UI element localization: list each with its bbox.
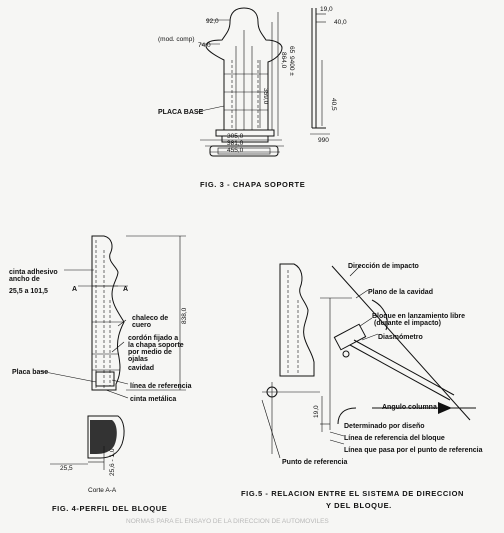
- fig5-block-profile: [279, 263, 315, 377]
- fig3-dim-381: 381,0: [227, 140, 244, 147]
- bleed-through-text: NORMAS PARA EL ENSAYO DE LA DIRECCION DE…: [126, 518, 329, 525]
- fig4-label-a-right: A: [123, 286, 128, 293]
- fig3-label-placa-base: PLACA BASE: [158, 109, 204, 116]
- fig5-label-plano: Plano de la cavidad: [368, 289, 433, 296]
- fig4-section-detail: [87, 415, 125, 459]
- fig3-dim-990: 990: [318, 137, 329, 144]
- fig4-label-cordon-4: ojalas: [128, 356, 148, 363]
- fig3-dim-9400: 9400 ±: [288, 56, 295, 76]
- fig4-label-cordon-2: la chapa soporte: [128, 342, 184, 349]
- fig4-label-cordon-3: por medio de: [128, 349, 172, 356]
- fig5-label-linea-punto: Línea que pasa por el punto de referenci…: [344, 447, 483, 454]
- fig4-label-linea-ref: línea de referencia: [130, 383, 192, 390]
- fig3-labels: 92,0 (mod. comp) 74,0 65 864,0 9400 ± 35…: [158, 6, 347, 189]
- fig4-drawing: [39, 235, 186, 470]
- fig3-caption: FIG. 3 - CHAPA SOPORTE: [200, 180, 305, 189]
- fig4-dim-25-6: 25,6 - 1,0: [109, 448, 116, 476]
- fig4-label-cinta-adhesiva: cinta adhesivo: [9, 269, 58, 276]
- fig3-drawing: [195, 7, 330, 157]
- fig5-labels: Dirección de impacto Plano de la cavidad…: [241, 263, 483, 510]
- fig3-dim-40-5: 40,5: [330, 98, 337, 111]
- fig4-label-a-left: A: [72, 286, 77, 293]
- fig3-label-mod-comp: (mod. comp): [158, 36, 194, 43]
- fig3-dim-40: 40,0: [334, 19, 347, 26]
- fig4-label-placa-base: Placa base: [12, 369, 48, 376]
- fig5-caption-line2: Y DEL BLOQUE.: [326, 501, 392, 510]
- fig5-caption-line1: FIG.5 - RELACION ENTRE EL SISTEMA DE DIR…: [241, 489, 464, 498]
- fig4-label-corte: Corte A-A: [88, 487, 117, 494]
- fig4-label-ancho-de: ancho de: [9, 276, 40, 283]
- fig4-caption: FIG. 4-PERFIL DEL BLOQUE: [52, 504, 167, 513]
- fig4-cavity: [95, 371, 115, 387]
- fig5-label-angulo: Angulo columna: [382, 404, 437, 411]
- fig3-dim-92: 92,0: [206, 18, 219, 25]
- fig4-dim-838: 838,0: [181, 307, 188, 324]
- fig4-block-profile: [91, 235, 125, 391]
- fig4-label-chaleco-2: cuero: [132, 322, 151, 329]
- fig5-label-bloque-1: Bloque en lanzamiento libre: [372, 313, 465, 320]
- fig5-label-determinado: Determinado por diseño: [344, 423, 425, 430]
- fig3-dim-19: 19,0: [320, 6, 333, 13]
- fig5-label-direccion: Dirección de impacto: [348, 263, 419, 270]
- fig3-dim-864: 864,0: [280, 52, 287, 69]
- fig3-support-plate-outline: [205, 7, 283, 131]
- fig4-label-cordon-1: cordón fijado a: [128, 335, 178, 342]
- fig3-dim-65: 65: [288, 46, 295, 54]
- fig5-drawing: [261, 263, 476, 459]
- fig3-dim-455: 455,0: [227, 147, 244, 154]
- fig4-label-cavidad: cavidad: [128, 365, 154, 372]
- fig3-base-plate: [215, 129, 275, 137]
- fig5-label-bloque-2: (durante el impacto): [374, 320, 441, 327]
- fig3-dim-359: 359,0: [262, 88, 269, 105]
- fig5-label-linea-bloque: Línea de referencia del bloque: [344, 435, 445, 442]
- fig5-dim-19: 19,0: [313, 405, 320, 418]
- fig5-label-diasmometro: Diasmómetro: [378, 334, 423, 341]
- fig4-labels: cinta adhesivo ancho de 25,5 a 101,5 A A…: [9, 269, 192, 513]
- fig5-label-punto: Punto de referencia: [282, 459, 347, 466]
- fig3-dim-74: 74,0: [198, 42, 211, 49]
- fig4-dim-25-5: 25,5: [60, 465, 73, 472]
- fig5-impact-block: [333, 299, 455, 401]
- fig4-label-cinta-metalica: cinta metálica: [130, 396, 176, 403]
- fig4-label-chaleco-1: chaleco de: [132, 315, 168, 322]
- fig3-dim-305: 305,0: [227, 133, 244, 140]
- fig4-label-range: 25,5 a 101,5: [9, 288, 48, 295]
